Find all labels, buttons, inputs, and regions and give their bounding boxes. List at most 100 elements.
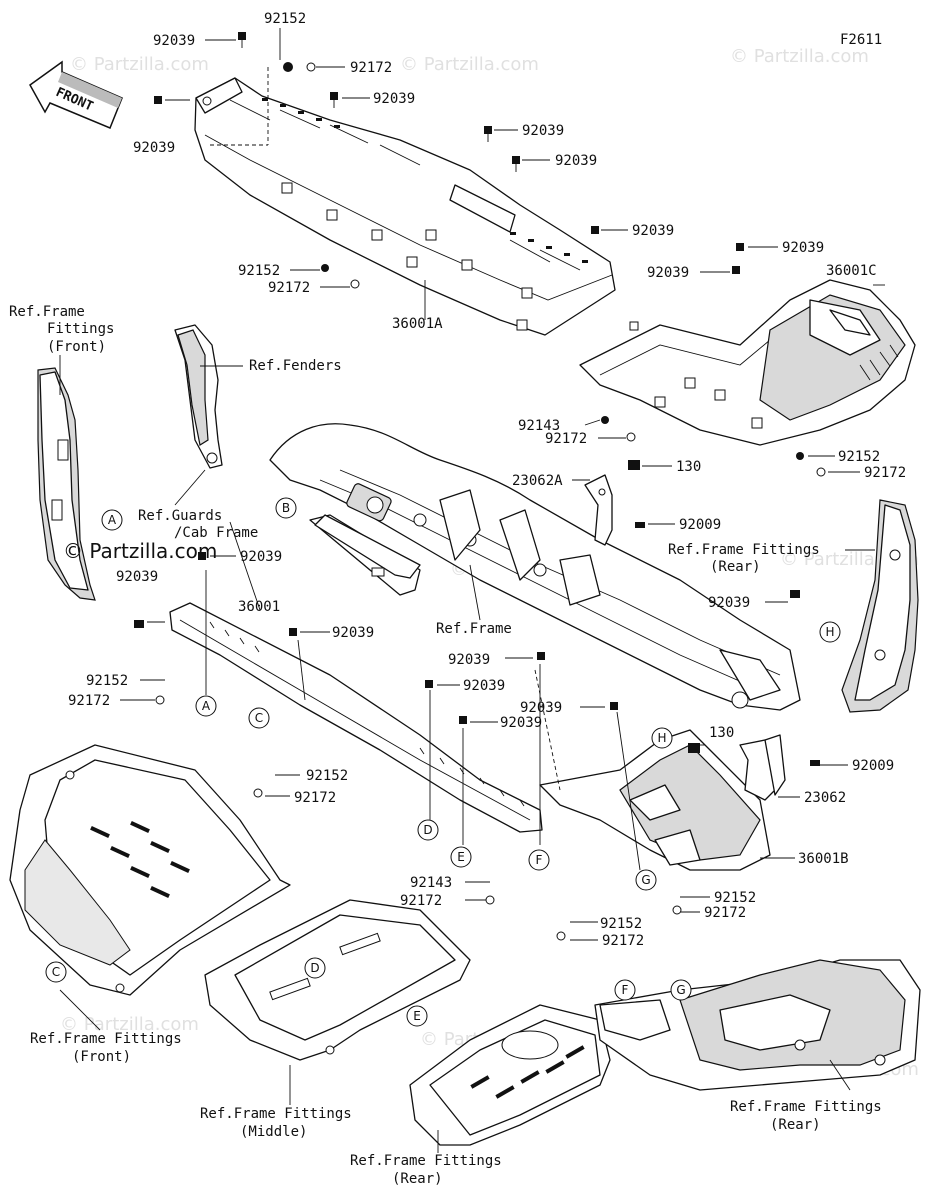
svg-text:H: H — [825, 625, 834, 639]
bracket-23062a[interactable] — [584, 474, 613, 546]
ref-label: Ref.Frame Fittings — [200, 1106, 352, 1122]
ref-label: (Rear) — [770, 1117, 821, 1133]
skid-plate-36001a[interactable] — [194, 77, 616, 336]
washer-icon — [253, 788, 263, 798]
washer-icon — [485, 895, 495, 905]
washer-icon — [350, 279, 360, 289]
part-label: 92039 — [153, 33, 195, 49]
callouts: A B A C H H D E F G C D E F G — [45, 497, 841, 1027]
nut-icon — [321, 264, 329, 272]
part-label: 92039 — [240, 549, 282, 565]
part-label: 92039 — [116, 569, 158, 585]
washer-icon — [816, 467, 826, 477]
part-label: 92039 — [463, 678, 505, 694]
part-label: 23062 — [804, 790, 846, 806]
nut-icon — [601, 416, 609, 424]
ref-label: Ref.Fenders — [249, 358, 342, 374]
floor-pan-front — [9, 744, 291, 996]
part-label: 92152 — [838, 449, 880, 465]
watermark: © Partzilla.com — [60, 1014, 199, 1035]
clip-icon — [732, 266, 740, 274]
callout-c: C — [45, 961, 67, 983]
part-label: 92039 — [647, 265, 689, 281]
svg-text:E: E — [457, 850, 465, 864]
nut-icon — [283, 62, 293, 72]
part-label: 36001C — [826, 263, 877, 279]
skid-plate-36001c[interactable] — [579, 279, 916, 446]
clip-icon — [289, 628, 297, 636]
slot-row — [262, 98, 588, 263]
clip-icon — [154, 96, 162, 104]
part-label: 92039 — [332, 625, 374, 641]
frame-fittings-front-bracket — [37, 367, 96, 601]
bolt-icon — [628, 460, 640, 470]
part-label: 92039 — [133, 140, 175, 156]
ref-label: Ref.Frame Fittings — [730, 1099, 882, 1115]
washer-icon — [556, 931, 566, 941]
clip-icon — [484, 126, 492, 142]
washer-icon — [155, 695, 165, 705]
part-label: 92172 — [704, 905, 746, 921]
part-label: 92152 — [238, 263, 280, 279]
svg-text:F: F — [622, 983, 629, 997]
svg-text:D: D — [423, 823, 432, 837]
clip-icon — [512, 156, 520, 172]
front-arrow-icon: FRONT — [29, 60, 123, 129]
part-label: 92009 — [679, 517, 721, 533]
part-label: 92152 — [306, 768, 348, 784]
callout-e: E — [406, 1005, 428, 1027]
svg-text:D: D — [310, 961, 319, 975]
ref-label: (Front) — [72, 1049, 131, 1065]
ref-label: Ref.Frame Fittings — [668, 542, 820, 558]
bracket-23062[interactable] — [739, 734, 786, 801]
washer-icon — [306, 62, 316, 72]
part-label: 92039 — [522, 123, 564, 139]
ref-label: (Rear) — [392, 1171, 443, 1187]
callout-f: F — [614, 979, 636, 1001]
ref-label: (Middle) — [240, 1124, 307, 1140]
clip-icon — [736, 243, 744, 251]
watermark-main: © Partzilla.com — [63, 539, 217, 563]
part-labels: 92039 92152 92172 92039 92039 92039 9203… — [68, 11, 906, 949]
part-label: 92172 — [864, 465, 906, 481]
part-label: 92172 — [68, 693, 110, 709]
leader-lines — [59, 28, 885, 1153]
clip-icon — [238, 32, 246, 48]
clip-icon — [537, 652, 545, 660]
svg-text:G: G — [676, 983, 685, 997]
part-label: 92143 — [518, 418, 560, 434]
svg-text:C: C — [52, 965, 60, 979]
side-rail-36001b[interactable] — [539, 729, 771, 871]
reference-labels: Ref.Frame Fittings (Front) Ref.Fenders R… — [9, 304, 882, 1187]
clip-icon — [591, 226, 599, 234]
callout-h: H — [651, 727, 673, 749]
clip-icon — [134, 620, 144, 628]
part-label: 92039 — [373, 91, 415, 107]
ref-label: Ref.Frame Fittings — [30, 1031, 182, 1047]
washer-icon — [672, 905, 682, 915]
part-label: 36001 — [238, 599, 280, 615]
ref-label: (Rear) — [710, 559, 761, 575]
callout-c: C — [248, 707, 270, 729]
callout-h: H — [819, 621, 841, 643]
svg-text:A: A — [108, 513, 117, 527]
callout-e: E — [450, 846, 472, 868]
rear-plate-slots — [470, 1045, 585, 1099]
part-label: 92172 — [545, 431, 587, 447]
part-label: 92143 — [410, 875, 452, 891]
main-frame — [269, 423, 801, 711]
ref-label: Ref.Frame — [436, 621, 512, 637]
part-label: 36001A — [392, 316, 443, 332]
part-label: 92152 — [86, 673, 128, 689]
callout-a: A — [101, 509, 123, 531]
side-rail-36001[interactable] — [169, 602, 543, 833]
svg-text:F: F — [536, 853, 543, 867]
clip-icon — [198, 552, 206, 560]
part-label: 36001B — [798, 851, 849, 867]
floor-pan-slots — [90, 820, 190, 899]
washer-icon — [626, 432, 636, 442]
clip-icon — [610, 702, 618, 710]
part-label: 92152 — [600, 916, 642, 932]
part-label: 92152 — [264, 11, 306, 27]
